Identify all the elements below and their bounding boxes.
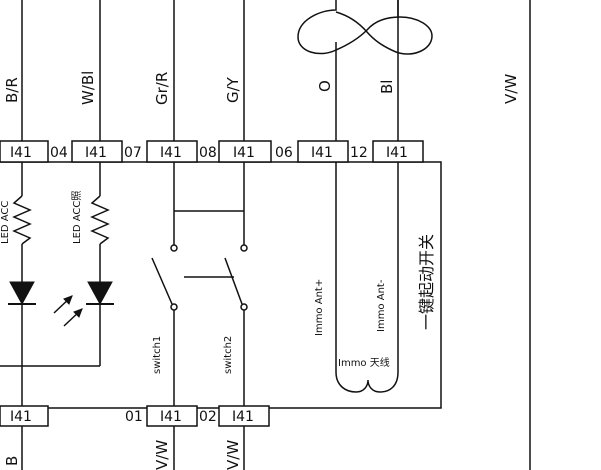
pin-08: 08 [199,145,217,161]
connector-top-4 [218,140,272,163]
led-arrow-2-head [73,308,83,318]
immo-ant-plus-label: Immo Ant+ [314,279,325,336]
connector-bottom-3-name: I41 [232,409,254,425]
resistor-acc [90,195,110,245]
wire-label-vw-right: V/W [502,74,520,104]
connector-top-6-name: I41 [386,145,408,161]
immo-antenna-label: Immo 天线 [338,356,390,369]
switch1-label: switch1 [152,336,163,374]
start-switch-label: 一键起动开关 [417,234,436,330]
wire-label-wbl: W/Bl [79,71,97,105]
connector-bottom-2 [146,405,198,427]
resistor-left [12,195,32,245]
wire-label-vw-bottom-2: V/W [224,440,242,470]
led-arrow-1-head [63,295,73,305]
switch2-bottom-contact [240,303,248,311]
immo-ant-minus-label: Immo Ant- [376,279,387,332]
pin-07: 07 [124,145,142,161]
connector-top-2-name: I41 [85,145,107,161]
connector-bottom-1-name: I41 [10,409,32,425]
led-acc-label: LED ACC照 [71,191,83,244]
wire-label-b-bottom: B [3,456,21,466]
switch2-blade [224,257,243,305]
connector-top-2 [71,140,123,163]
connector-top-3 [146,140,198,163]
connector-top-3-name: I41 [160,145,182,161]
switch2-label: switch2 [223,336,234,374]
wire-label-o: O [316,80,334,92]
connector-top-5 [297,140,349,163]
pin-04: 04 [50,145,68,161]
led-acc-diode [87,281,113,306]
wire-label-br: B/R [3,77,21,103]
pin-12: 12 [350,145,368,161]
pin-01: 01 [125,409,143,425]
connector-top-5-name: I41 [311,145,333,161]
pin-02: 02 [199,409,217,425]
module-outline [0,161,442,409]
switch1-blade [151,257,173,305]
connector-top-4-name: I41 [233,145,255,161]
switch1-top-contact [170,244,178,252]
connector-top-1 [0,140,49,163]
switch1-bottom-contact [170,303,178,311]
connector-bottom-2-name: I41 [160,409,182,425]
wire-label-vw-bottom-1: V/W [153,440,171,470]
immo-antenna-coil [335,162,399,393]
switch2-top-contact [240,244,248,252]
wire-label-gy: G/Y [224,76,242,103]
led-left-diode [9,281,35,306]
wire-label-bl: Bl [378,80,396,94]
led-left-label: LED ACC [0,201,11,244]
connector-top-1-name: I41 [10,145,32,161]
wire-label-grr: Gr/R [153,72,171,105]
antenna-loop-symbol [297,0,433,55]
pin-06: 06 [275,145,293,161]
connector-bottom-1 [0,405,49,427]
